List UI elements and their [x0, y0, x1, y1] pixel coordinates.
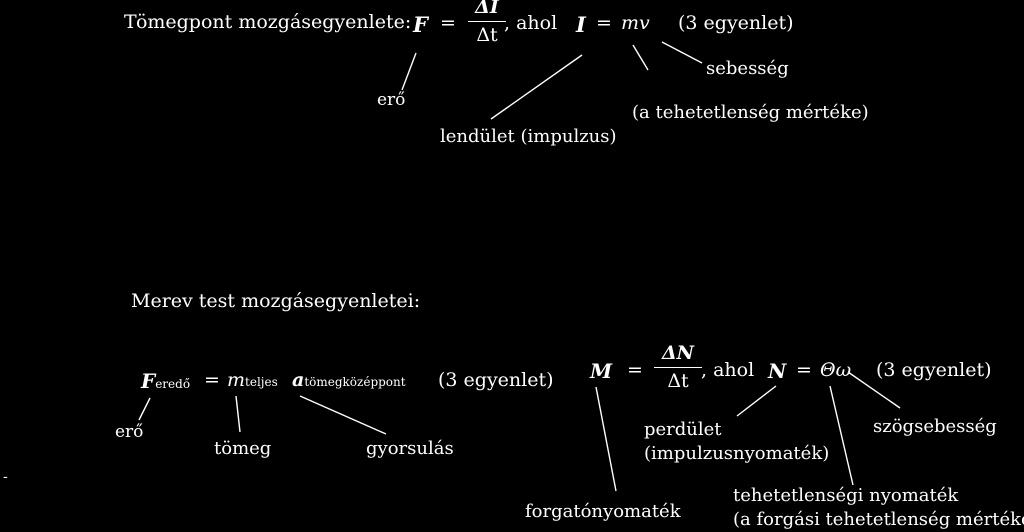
top-three-equations: (3 egyenlet)	[678, 12, 794, 34]
line-forgato	[595, 386, 617, 492]
bottom-equals-1: =	[204, 369, 220, 391]
label-lendulet: lendület (impulzus)	[440, 126, 617, 147]
label-forgatonyomatek: forgatónyomaték	[525, 501, 681, 522]
bottom-heading: Merev test mozgásegyenletei:	[131, 290, 421, 312]
top-equals-2: =	[596, 12, 612, 34]
top-equals-1: =	[440, 12, 456, 34]
label-tehetetlensegi-nyomatek-1: tehetetlenségi nyomaték	[733, 485, 959, 506]
margin-mark: -	[3, 469, 8, 485]
bottom-three-equations-left: (3 egyenlet)	[438, 369, 554, 391]
bottom-mass-symbol: mteljes	[227, 371, 278, 390]
top-fraction: ΔI Δt	[468, 0, 506, 45]
line-tomeg	[235, 395, 241, 433]
label-gyorsulas: gyorsulás	[366, 438, 454, 459]
label-tehetetlensegi-nyomatek-2: (a forgási tehetetlenség mértéke)	[733, 509, 1024, 530]
line-tehet-nyom	[829, 385, 854, 486]
theta-omega: Θω	[820, 359, 852, 381]
label-perdulet-1: perdület	[644, 419, 722, 440]
label-tehetetlenseg: (a tehetetlenség mértéke)	[632, 102, 869, 123]
label-ero-bottom: erő	[115, 422, 144, 442]
top-mv: mv	[621, 12, 650, 34]
bottom-equals-3: =	[796, 359, 812, 381]
line-lendulet	[490, 54, 583, 120]
top-fraction-den-text: Δt	[476, 24, 498, 47]
bottom-fraction-numerator: ΔN	[661, 342, 695, 364]
top-impulse-symbol: I	[576, 12, 586, 37]
line-ero-top	[401, 52, 417, 91]
line-ero-bottom	[138, 397, 151, 421]
line-gyorsulas	[299, 395, 387, 435]
line-sebesseg	[661, 41, 703, 64]
bottom-fraction-bar	[654, 367, 702, 369]
line-szogsebesseg	[847, 371, 901, 409]
label-perdulet-2: (impulzusnyomaték)	[644, 443, 830, 464]
bottom-equals-2: =	[627, 359, 643, 381]
label-tomeg: tömeg	[214, 438, 272, 459]
bottom-fraction: ΔN Δt	[654, 344, 702, 391]
top-heading: Tömegpont mozgásegyenlete:	[124, 11, 412, 33]
angular-momentum-symbol: N	[768, 359, 787, 383]
top-force-symbol: F	[413, 12, 428, 37]
line-tehetetlenseg	[632, 44, 649, 71]
bottom-ahol: , ahol	[701, 359, 755, 381]
bottom-accel-letter: a	[292, 369, 305, 391]
top-ahol: , ahol	[504, 12, 558, 34]
bottom-force-subscript: eredő	[155, 377, 191, 391]
bottom-accel-subscript: tömegközéppont	[304, 375, 406, 389]
torque-symbol: M	[590, 359, 613, 383]
top-fraction-denominator: Δt	[468, 26, 506, 45]
label-ero-top: erő	[377, 90, 406, 110]
bottom-three-equations-right: (3 egyenlet)	[876, 359, 992, 381]
label-szogsebesseg: szögsebesség	[873, 416, 997, 437]
bottom-fraction-denominator: Δt	[654, 372, 702, 391]
bottom-accel-symbol: atömegközéppont	[292, 371, 406, 390]
line-perdulet	[736, 385, 777, 417]
bottom-fraction-den-text: Δt	[667, 370, 689, 393]
top-fraction-numerator: ΔI	[475, 0, 499, 18]
top-fraction-bar	[468, 21, 506, 23]
bottom-mass-letter: m	[227, 369, 246, 391]
bottom-mass-subscript: teljes	[245, 375, 278, 389]
bottom-force-letter: F	[141, 369, 156, 393]
label-sebesseg: sebesség	[706, 58, 789, 79]
bottom-force-symbol: Feredő	[141, 371, 190, 391]
